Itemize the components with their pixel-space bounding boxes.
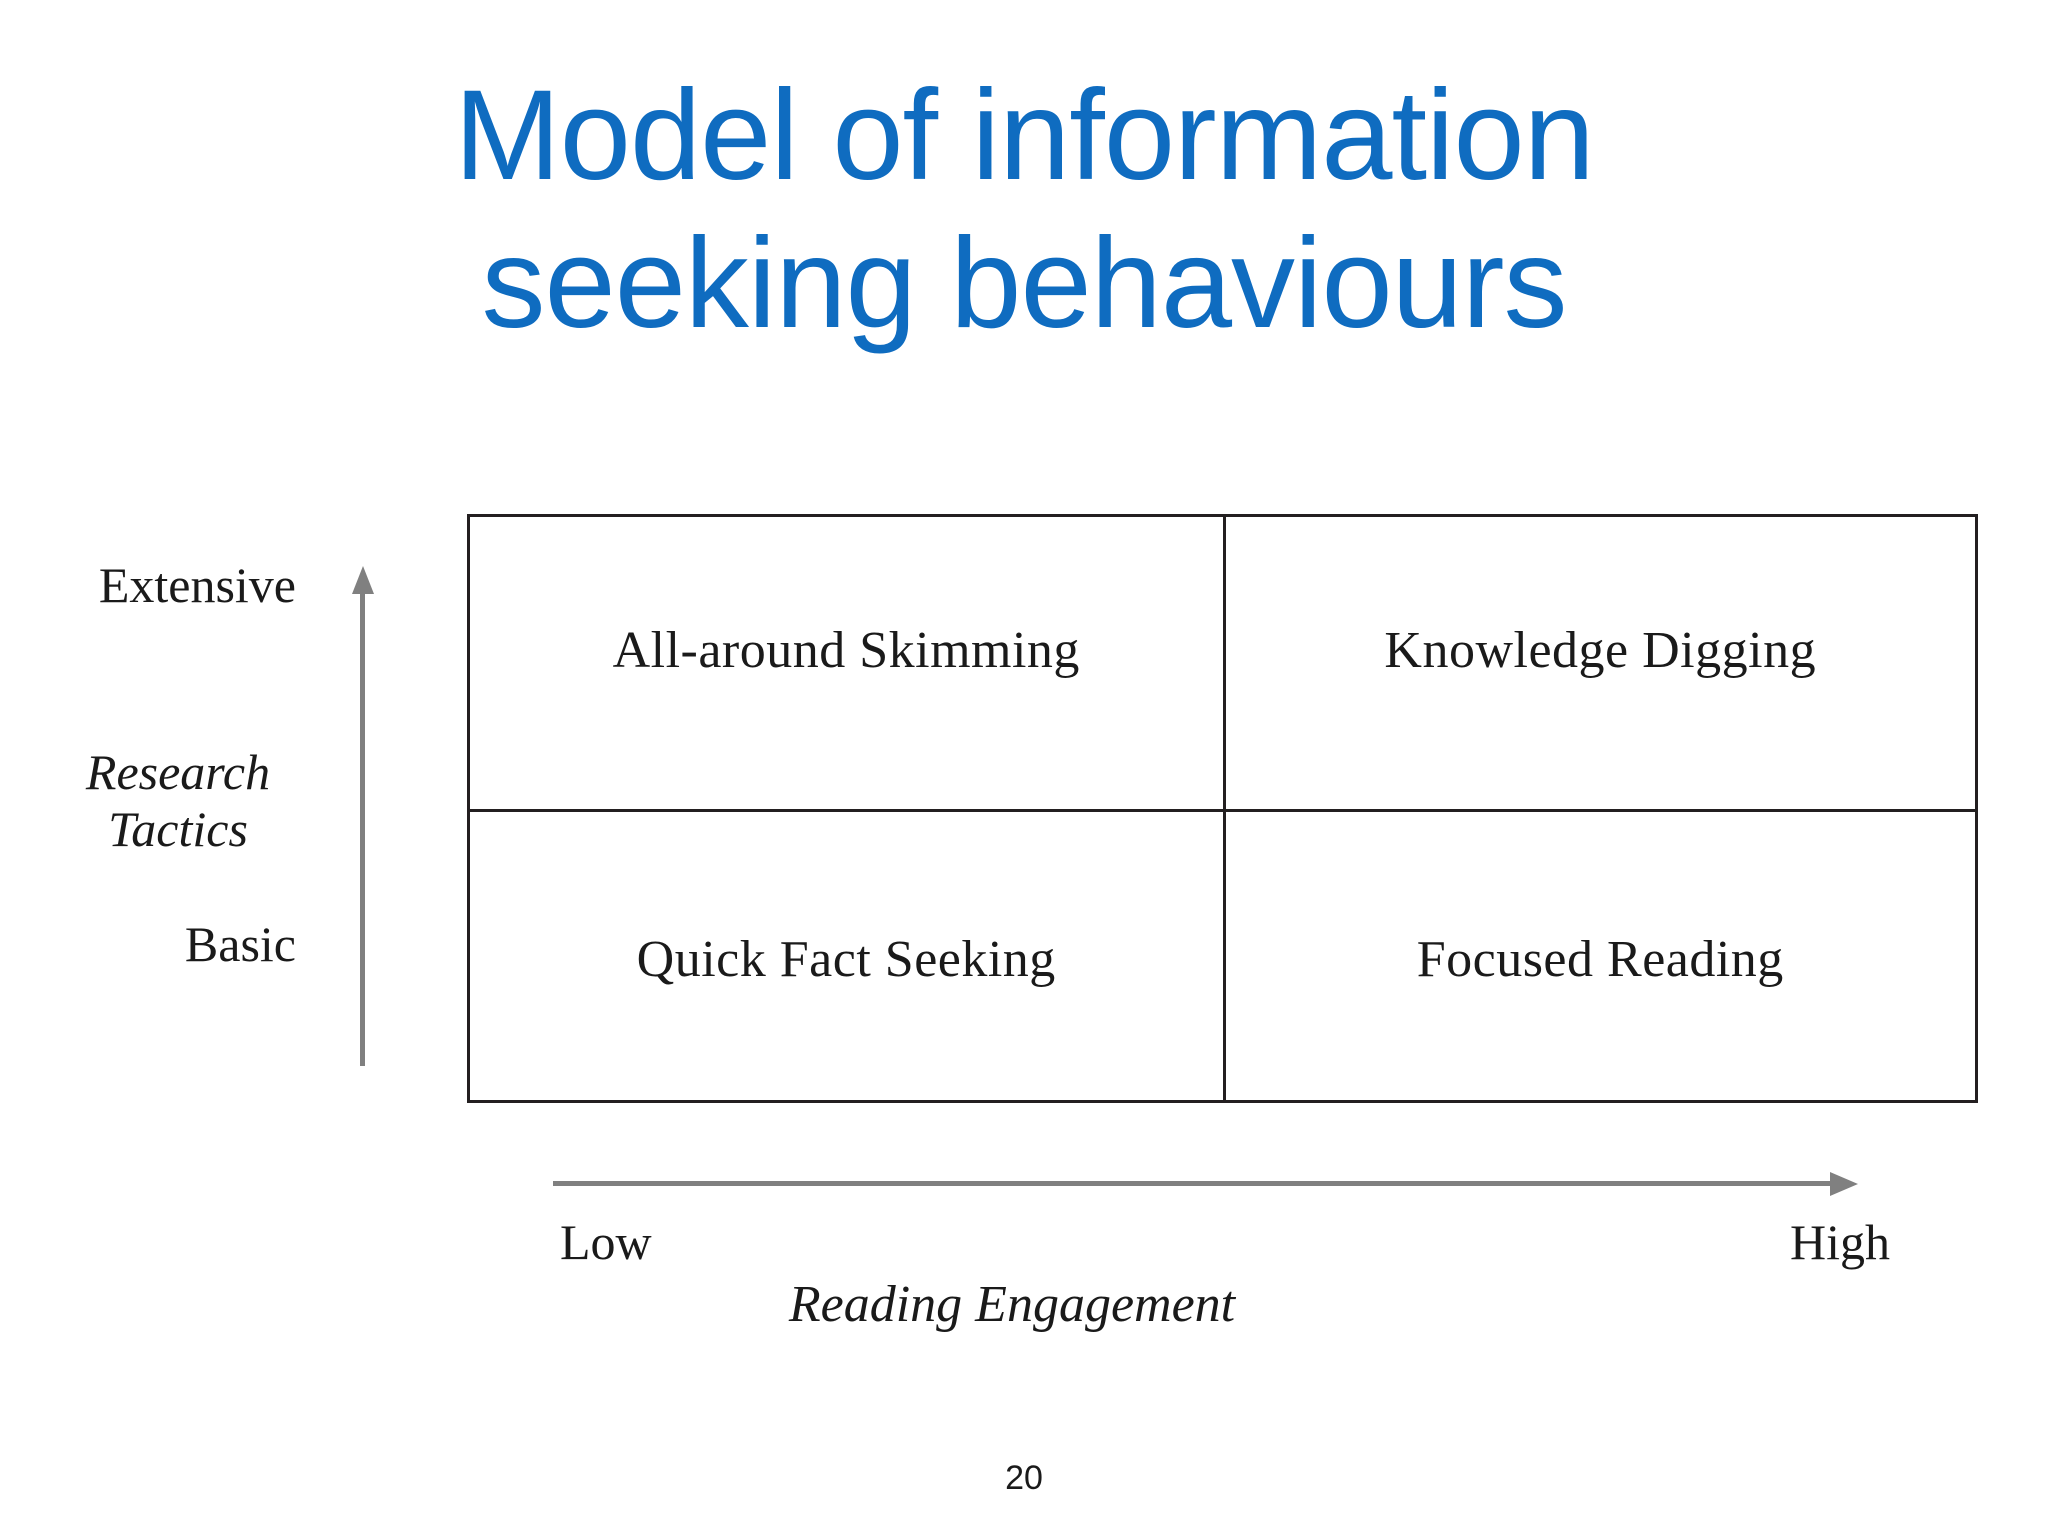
x-axis-left-label: Low xyxy=(560,1214,652,1270)
vertical-axis-shaft xyxy=(360,592,365,1066)
arrow-up-icon xyxy=(352,566,374,594)
slide-page-number: 20 xyxy=(1005,1459,1043,1497)
arrow-right-icon xyxy=(1830,1172,1858,1196)
quadrant-label: Knowledge Digging xyxy=(1384,622,1817,680)
quadrant-quick-fact-seeking: Quick Fact Seeking xyxy=(470,812,1223,1101)
quadrant-knowledge-digging: Knowledge Digging xyxy=(1222,517,1976,809)
quadrant-matrix: All-around Skimming Knowledge Digging Qu… xyxy=(467,514,1978,1103)
quadrant-label: Focused Reading xyxy=(1416,931,1784,989)
quadrant-label: All-around Skimming xyxy=(612,622,1080,680)
y-axis-bottom-label: Basic xyxy=(184,916,296,972)
quadrant-all-around-skimming: All-around Skimming xyxy=(470,517,1223,809)
slide-title: Model of information seeking behaviours xyxy=(454,64,1595,356)
x-axis-title: Reading Engagement xyxy=(788,1276,1236,1333)
vertical-axis-arrow xyxy=(352,566,374,1066)
y-axis-title: Research Tactics xyxy=(85,744,271,857)
y-axis-top-label: Extensive xyxy=(98,557,296,613)
matrix-row-basic: Quick Fact Seeking Focused Reading xyxy=(470,808,1976,1101)
quadrant-focused-reading: Focused Reading xyxy=(1222,811,1976,1100)
matrix-row-extensive: All-around Skimming Knowledge Digging xyxy=(470,517,1975,809)
horizontal-axis-arrow xyxy=(553,1172,1858,1196)
x-axis-right-label: High xyxy=(1790,1214,1890,1270)
horizontal-axis-shaft xyxy=(553,1181,1833,1186)
quadrant-label: Quick Fact Seeking xyxy=(636,931,1056,989)
